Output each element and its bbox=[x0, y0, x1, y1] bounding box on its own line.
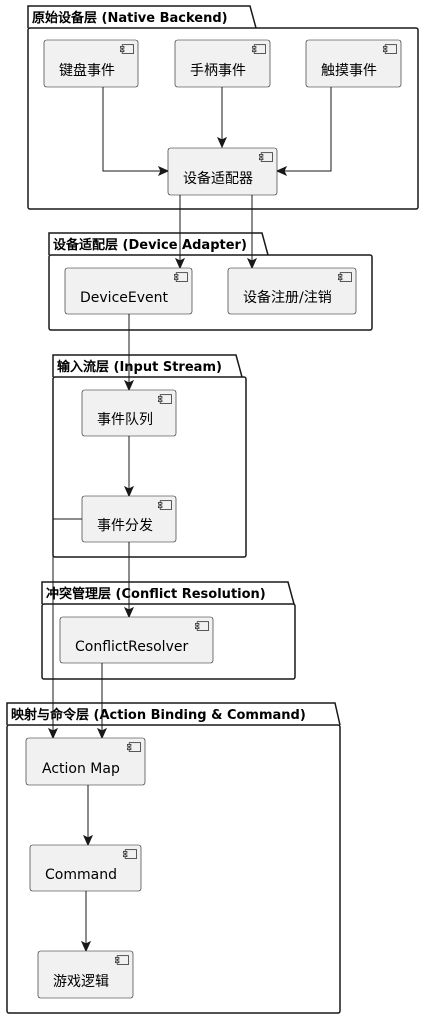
component-label: Command bbox=[45, 867, 117, 883]
component-touch-events: 触摸事件 bbox=[305, 39, 402, 88]
component-label: 键盘事件 bbox=[59, 62, 115, 79]
component-game-logic: 游戏逻辑 bbox=[37, 950, 134, 999]
component-label: Action Map bbox=[42, 761, 120, 777]
component-icon bbox=[252, 44, 266, 54]
component-label: 事件队列 bbox=[97, 412, 153, 428]
component-action-map: Action Map bbox=[25, 737, 146, 786]
component-icon bbox=[174, 272, 188, 282]
edge-keyboard-to-adapter bbox=[102, 87, 161, 172]
component-icon bbox=[259, 152, 273, 162]
component-keyboard-events: 键盘事件 bbox=[43, 39, 139, 88]
component-label: 设备适配器 bbox=[183, 170, 253, 187]
arrowhead bbox=[123, 606, 135, 619]
component-label: 触摸事件 bbox=[321, 63, 377, 79]
package-action-binding: 映射与命令层 (Action Binding & Command) bbox=[6, 702, 341, 1014]
component-icon bbox=[120, 44, 134, 54]
component-label: 设备注册/注销 bbox=[243, 289, 332, 306]
component-icon bbox=[158, 500, 172, 510]
component-icon bbox=[383, 44, 397, 54]
component-event-dispatch: 事件分发 bbox=[81, 495, 177, 543]
component-device-event: DeviceEvent bbox=[64, 267, 193, 315]
component-icon bbox=[115, 955, 129, 965]
component-device-adapter: 设备适配器 bbox=[167, 147, 278, 196]
component-event-queue: 事件队列 bbox=[81, 389, 177, 437]
component-label: 游戏逻辑 bbox=[53, 974, 109, 990]
component-label: ConflictResolver bbox=[75, 639, 188, 655]
arrowhead bbox=[275, 165, 288, 177]
component-label: 手柄事件 bbox=[190, 63, 246, 79]
arrowhead bbox=[174, 257, 186, 270]
component-device-register: 设备注册/注销 bbox=[227, 267, 357, 315]
edge-touch-to-adapter bbox=[284, 87, 332, 172]
package-title: 输入流层 (Input Stream) bbox=[57, 359, 222, 375]
component-command: Command bbox=[29, 844, 142, 892]
arrowhead bbox=[47, 727, 59, 740]
edges bbox=[47, 87, 332, 953]
package-title: 冲突管理层 (Conflict Resolution) bbox=[46, 586, 266, 602]
arrowhead bbox=[80, 940, 92, 953]
component-conflict-resolver: ConflictResolver bbox=[59, 616, 214, 664]
arrowhead bbox=[157, 165, 170, 177]
component-label: DeviceEvent bbox=[80, 290, 168, 306]
component-icon bbox=[338, 272, 352, 282]
package-title: 设备适配层 (Device Adapter) bbox=[53, 237, 247, 253]
arrowhead bbox=[82, 834, 94, 847]
arrowhead bbox=[96, 727, 108, 740]
arrowhead bbox=[123, 379, 135, 392]
component-label: 事件分发 bbox=[97, 518, 153, 534]
component-icon bbox=[195, 621, 209, 631]
arrowhead bbox=[123, 485, 135, 498]
arrowhead bbox=[216, 136, 228, 149]
arrowhead bbox=[246, 257, 258, 270]
component-icon bbox=[158, 394, 172, 404]
component-icon bbox=[123, 849, 137, 859]
edge-dispatch-to-action-map bbox=[52, 518, 82, 731]
package-title: 映射与命令层 (Action Binding & Command) bbox=[11, 707, 306, 723]
component-icon bbox=[127, 742, 141, 752]
package-title: 原始设备层 (Native Backend) bbox=[32, 10, 228, 26]
component-gamepad-events: 手柄事件 bbox=[174, 39, 271, 88]
